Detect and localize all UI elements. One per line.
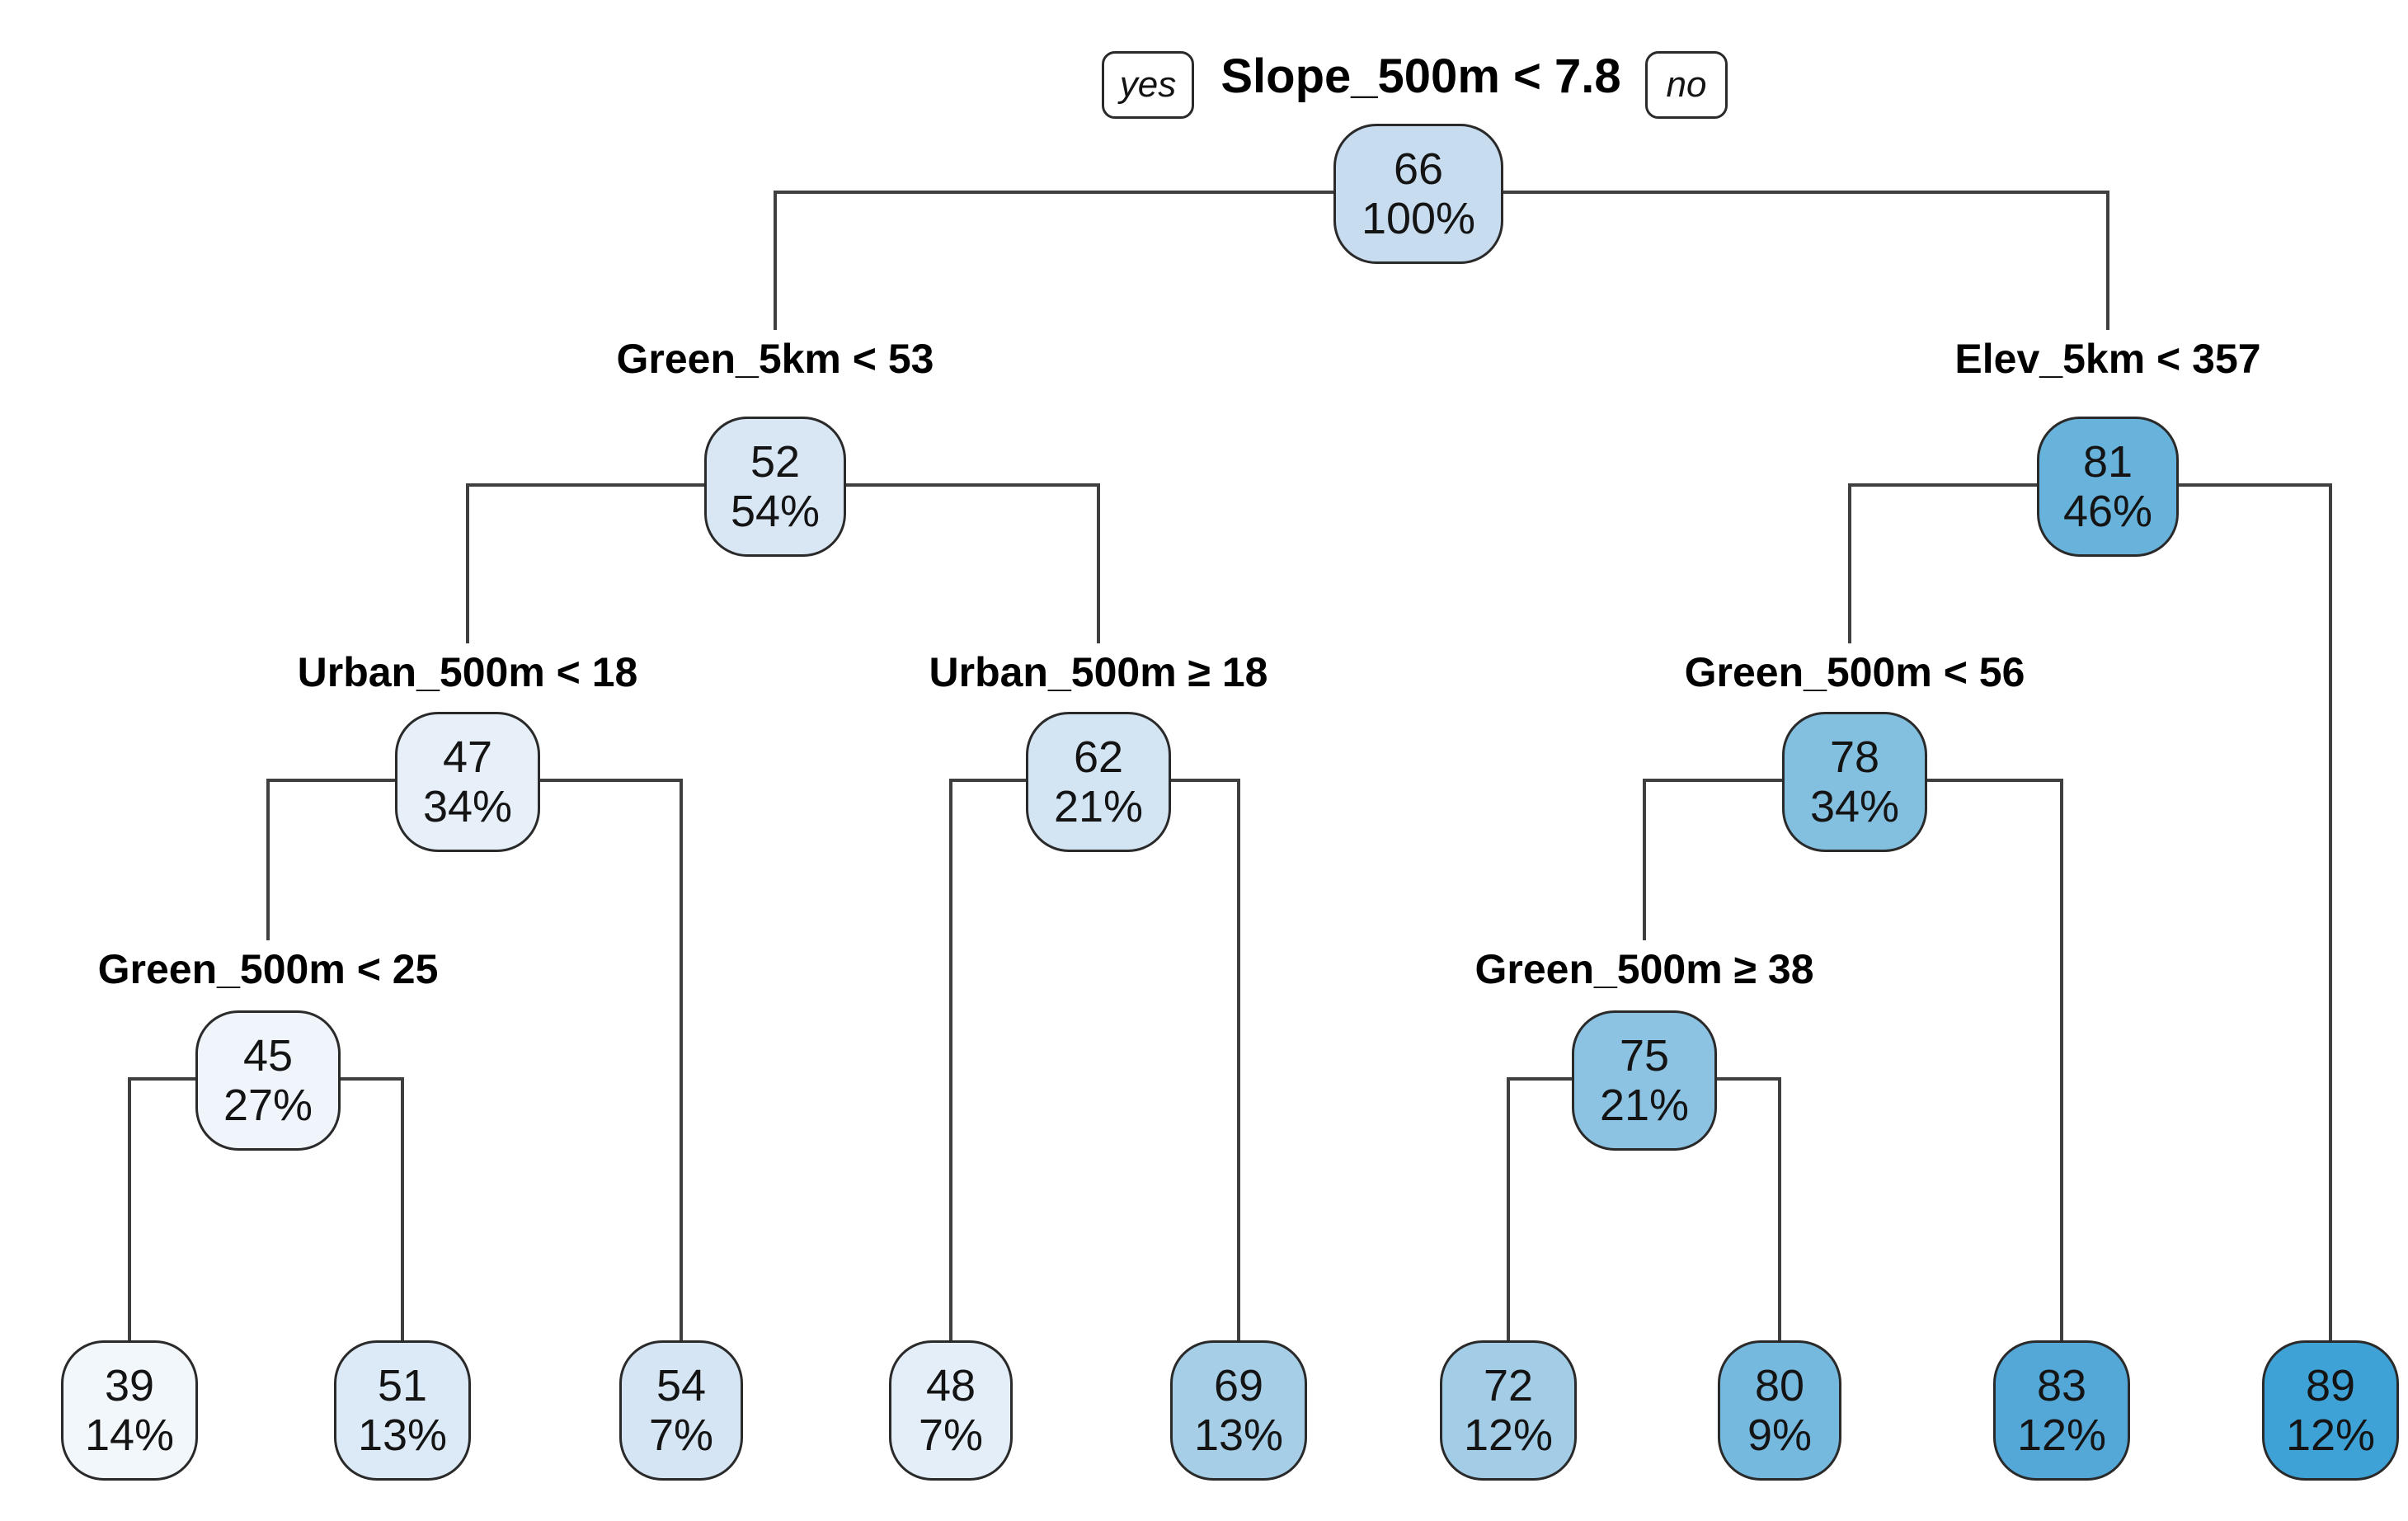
edge-n75-right-drop-to-leaf80 [1778, 1077, 1781, 1343]
yes-branch-badge: yes [1102, 51, 1194, 119]
node-value: 89 [2305, 1360, 2356, 1410]
node-value: 62 [1073, 732, 1124, 782]
node-value: 39 [104, 1360, 155, 1410]
node-value: 83 [2036, 1360, 2087, 1410]
edge-n47-right-drop-to-leaf54 [680, 779, 683, 1343]
tree-node-root-66: 66 100% [1333, 124, 1503, 264]
node-value: 66 [1393, 144, 1444, 194]
edge-n78-right-drop-to-leaf83 [2060, 779, 2063, 1343]
node-value: 54 [656, 1360, 707, 1410]
edge-n75-left-drop-to-leaf72 [1507, 1077, 1510, 1343]
node-value: 72 [1483, 1360, 1534, 1410]
node-percent: 7% [918, 1410, 984, 1460]
leaf-node-54: 54 7% [619, 1340, 743, 1481]
edge-root-left-drop [774, 191, 777, 330]
node-value: 80 [1754, 1360, 1805, 1410]
leaf-node-83: 83 12% [1993, 1340, 2130, 1481]
split-label-root: Slope_500m < 7.8 [1220, 49, 1621, 103]
node-percent: 14% [84, 1410, 175, 1460]
edge-n52-right-drop [1097, 483, 1100, 643]
node-percent: 12% [1463, 1410, 1554, 1460]
edge-n81-right-drop-to-leaf89 [2329, 483, 2332, 1343]
leaf-node-89: 89 12% [2262, 1340, 2399, 1481]
node-percent: 9% [1747, 1410, 1813, 1460]
tree-node-47: 47 34% [395, 712, 540, 852]
leaf-node-80: 80 9% [1718, 1340, 1841, 1481]
tree-node-75: 75 21% [1572, 1010, 1717, 1151]
leaf-node-48: 48 7% [889, 1340, 1013, 1481]
node-percent: 54% [730, 487, 821, 536]
node-value: 52 [750, 436, 801, 487]
edge-root-right-drop [2106, 191, 2109, 330]
tree-node-78: 78 34% [1782, 712, 1927, 852]
tree-node-81: 81 46% [2037, 417, 2179, 557]
node-percent: 27% [223, 1081, 313, 1130]
no-branch-badge: no [1645, 51, 1728, 119]
no-label: no [1666, 64, 1707, 105]
node-value: 69 [1213, 1360, 1264, 1410]
leaf-node-39: 39 14% [61, 1340, 198, 1481]
leaf-node-72: 72 12% [1440, 1340, 1577, 1481]
leaf-node-69: 69 13% [1170, 1340, 1307, 1481]
node-value: 48 [925, 1360, 976, 1410]
split-label-green500-ge38: Green_500m ≥ 38 [1474, 946, 1814, 992]
node-percent: 13% [357, 1410, 448, 1460]
node-value: 47 [442, 732, 493, 782]
edge-n62-right-drop-to-leaf69 [1237, 779, 1240, 1343]
edge-n78-left-drop [1643, 779, 1646, 940]
split-label-green500-lt56: Green_500m < 56 [1684, 649, 2025, 695]
node-percent: 7% [648, 1410, 714, 1460]
node-percent: 13% [1193, 1410, 1284, 1460]
edge-n45-right-drop-to-leaf51 [401, 1077, 404, 1343]
node-value: 45 [242, 1030, 294, 1081]
node-percent: 34% [422, 782, 513, 831]
node-percent: 21% [1599, 1081, 1690, 1130]
edge-n62-left-drop-to-leaf48 [949, 779, 952, 1343]
tree-node-45: 45 27% [195, 1010, 341, 1151]
node-percent: 100% [1361, 194, 1476, 243]
split-label-green500-lt25: Green_500m < 25 [97, 946, 439, 992]
edge-n47-left-drop [266, 779, 270, 940]
split-label-green5km: Green_5km < 53 [616, 336, 934, 382]
edge-n81-left-drop [1848, 483, 1851, 643]
node-percent: 21% [1053, 782, 1144, 831]
edge-n52-left-drop [466, 483, 469, 643]
node-value: 78 [1829, 732, 1880, 782]
node-percent: 46% [2062, 487, 2153, 536]
node-value: 75 [1619, 1030, 1670, 1081]
tree-node-62: 62 21% [1026, 712, 1171, 852]
leaf-node-51: 51 13% [334, 1340, 471, 1481]
yes-label: yes [1119, 64, 1177, 105]
edge-n45-left-drop-to-leaf39 [128, 1077, 131, 1343]
tree-node-52: 52 54% [704, 417, 846, 557]
node-percent: 34% [1809, 782, 1900, 831]
node-value: 51 [377, 1360, 428, 1410]
node-percent: 12% [2016, 1410, 2107, 1460]
node-value: 81 [2082, 436, 2133, 487]
split-label-elev5km: Elev_5km < 357 [1954, 336, 2261, 382]
node-percent: 12% [2285, 1410, 2376, 1460]
split-label-urban-lt18: Urban_500m < 18 [297, 649, 638, 695]
split-label-urban-ge18: Urban_500m ≥ 18 [929, 649, 1268, 695]
